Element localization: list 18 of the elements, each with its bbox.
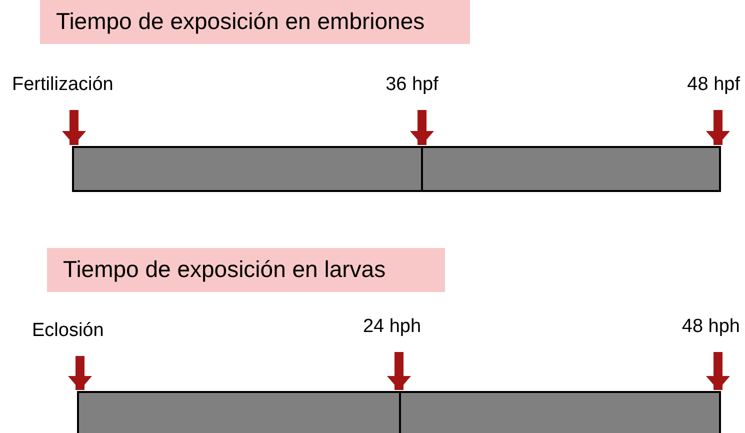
- title-banner: Tiempo de exposición en embriones: [40, 0, 470, 44]
- arrow: [706, 352, 730, 390]
- time-label: 36 hpf: [380, 74, 444, 96]
- timeline-bar-segment: [77, 391, 401, 433]
- arrow: [62, 110, 86, 145]
- arrow: [68, 356, 92, 390]
- arrow: [706, 110, 730, 145]
- time-label: Fertilización: [12, 74, 132, 96]
- timeline-bar-segment: [72, 146, 423, 192]
- time-label: 48 hph: [664, 316, 740, 338]
- timeline-bar-segment: [421, 146, 721, 192]
- title-banner: Tiempo de exposición en larvas: [47, 248, 445, 292]
- time-label: 48 hpf: [672, 74, 740, 96]
- timeline-bar-segment: [399, 391, 721, 433]
- time-label: Eclosión: [32, 320, 132, 342]
- arrow: [410, 110, 434, 145]
- arrow: [387, 352, 411, 390]
- time-label: 24 hph: [356, 316, 428, 338]
